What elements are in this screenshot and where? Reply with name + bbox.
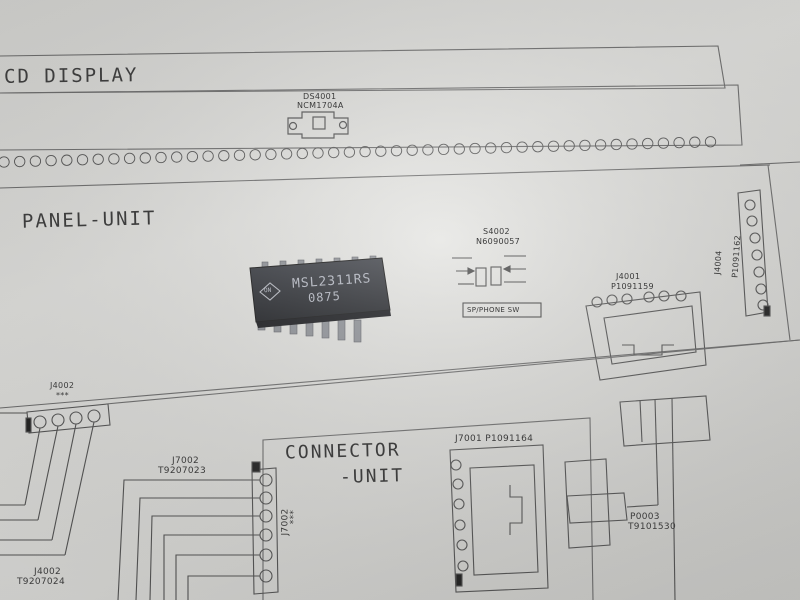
j4002-stars: *** — [56, 391, 69, 400]
s4002-ref: S4002 — [483, 227, 510, 236]
connector-unit-subtitle: -UNIT — [339, 465, 405, 488]
j4002-bottom-part: T9207024 — [17, 577, 65, 587]
chip-logo: ON — [263, 286, 272, 295]
j4001-ref: J4001 — [616, 272, 641, 281]
j4002-bottom-ref: J4002 — [34, 567, 62, 577]
chip-date-code: 0875 — [307, 288, 342, 306]
j7002-ref: J7002 — [172, 456, 200, 466]
ds4001-part: NCM1704A — [297, 101, 344, 110]
panel-unit-title: PANEL-UNIT — [21, 207, 157, 233]
connector-unit-title: CONNECTOR — [284, 439, 401, 464]
ds4001-ref: DS4001 — [303, 92, 337, 101]
j7002-vertical-stars: *** — [289, 509, 300, 525]
j4004-ref: J4004 — [712, 250, 724, 275]
j4002-ref: J4002 — [50, 381, 75, 390]
j7002-part: T9207023 — [158, 466, 206, 476]
j4001-part: P1091159 — [611, 282, 654, 291]
sp-phone-switch-label: SP/PHONE SW — [467, 306, 520, 314]
p0003-part: T9101530 — [628, 522, 676, 532]
p0003-ref: P0003 — [630, 512, 660, 522]
j7001-label: J7001 P1091164 — [455, 434, 534, 444]
lcd-display-title: CD DISPLAY — [3, 64, 139, 88]
s4002-part: N6090057 — [476, 237, 521, 246]
